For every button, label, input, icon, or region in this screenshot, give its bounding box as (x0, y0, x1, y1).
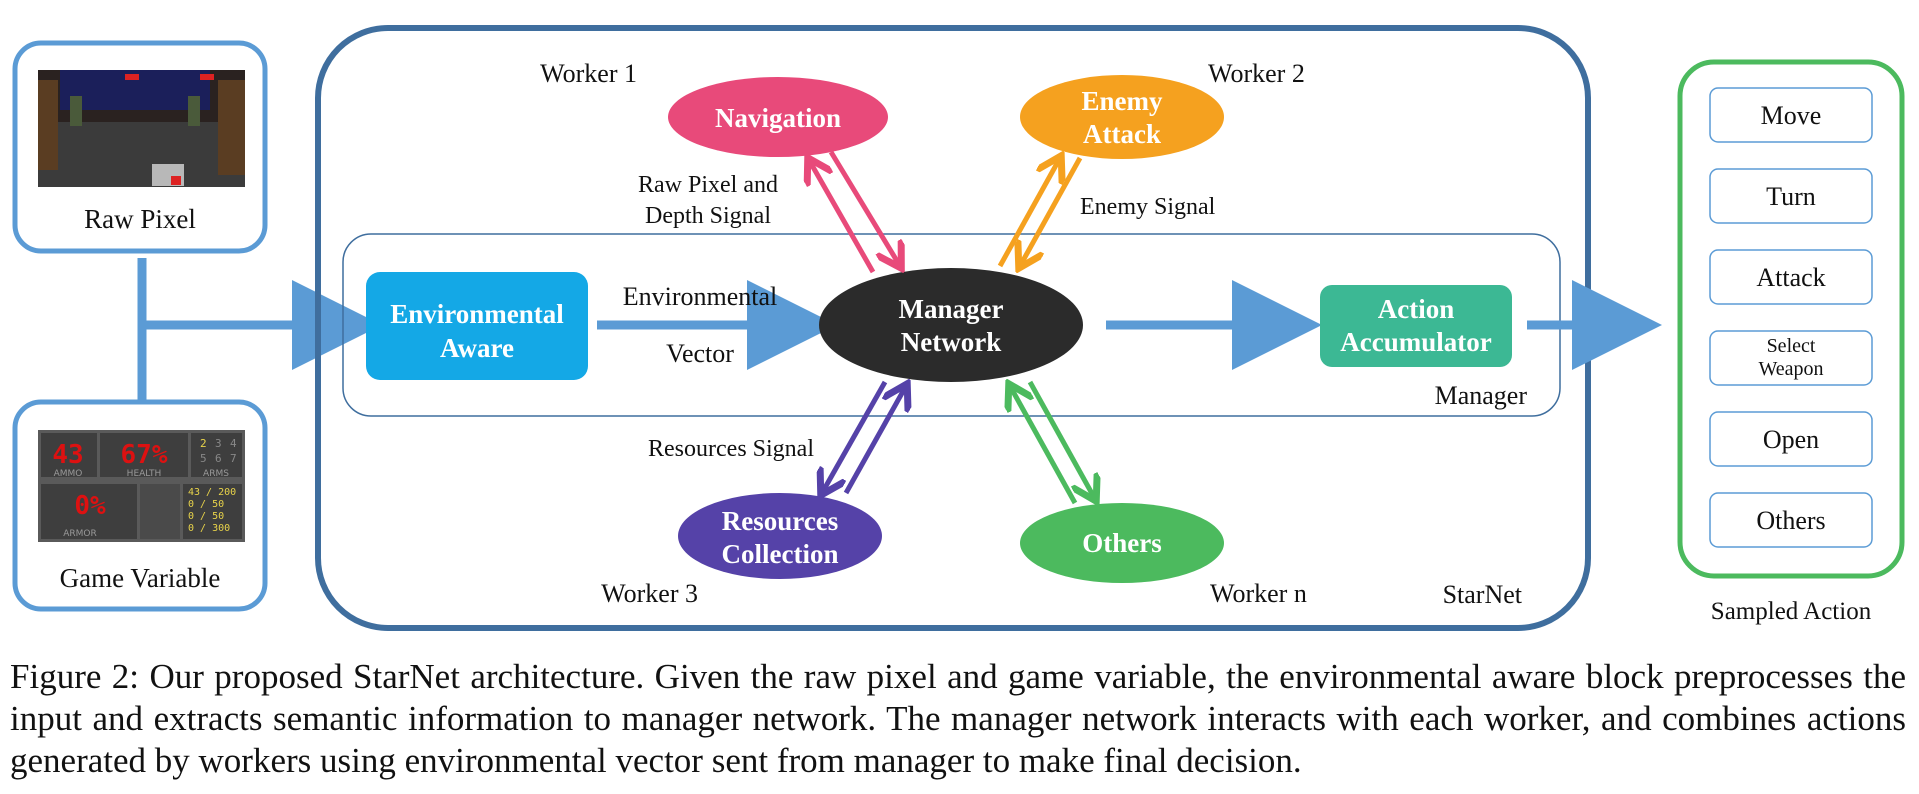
hud-armor-label: ARMOR (63, 529, 97, 539)
navigation-label: Navigation (715, 103, 841, 133)
action-item-box (1709, 330, 1873, 386)
enemy-arrow-up (997, 158, 1060, 268)
hud-health-value: 67% (121, 440, 168, 470)
hud-arms-slot: 2 (200, 437, 207, 450)
starnet-diagram: Raw Pixel 43 67% 0% AMMO HEALTH ARMS ARM… (12, 25, 1905, 631)
hud-arms-label: ARMS (203, 469, 229, 479)
action-item-label: Turn (1766, 182, 1816, 211)
worker-3-label: Worker 3 (601, 579, 698, 608)
sampled-action-label: Sampled Action (1711, 598, 1872, 625)
resources-arrow-up (843, 386, 906, 495)
hud-ammo-count: 0 / 50 (188, 511, 224, 522)
enemy-attack-node (1020, 75, 1224, 159)
hud-ammo-value: 43 (52, 440, 83, 470)
sampled-action-box (1677, 59, 1905, 579)
action-item-box (1709, 411, 1873, 467)
hud-arms-slot: 6 (215, 452, 222, 465)
action-item-label: Attack (1756, 263, 1825, 292)
worker-1-label: Worker 1 (540, 59, 637, 88)
raw-pixel-label: Raw Pixel (84, 204, 196, 234)
worker-2-label: Worker 2 (1208, 59, 1305, 88)
environmental-vector-label-top: Environmental (623, 282, 778, 311)
manager-label: Manager (1435, 381, 1528, 410)
hud-health-label: HEALTH (127, 469, 162, 479)
action-item-label: Open (1763, 425, 1819, 454)
hud-armor-value: 0% (74, 491, 106, 521)
worker-n-label: Worker n (1210, 579, 1307, 608)
hud-ammo-label: AMMO (54, 469, 83, 479)
action-item-label: Others (1756, 506, 1825, 535)
action-item-box (1709, 492, 1873, 548)
hud-arms-slot: 7 (230, 452, 237, 465)
environmental-vector-label-bottom: Vector (666, 339, 734, 368)
enemy-arrow-down (1020, 156, 1083, 266)
starnet-label: StarNet (1443, 580, 1523, 609)
enemy-signal-label: Enemy Signal (1080, 194, 1216, 220)
game-variable-label: Game Variable (60, 563, 221, 593)
resources-signal-label: Resources Signal (648, 436, 814, 462)
action-item-box (1709, 249, 1873, 305)
hud-arms-slot: 4 (230, 437, 237, 450)
environmental-aware-block (366, 272, 588, 380)
others-arrow-down (1027, 380, 1095, 499)
raw-pixel-scene-icon (38, 70, 245, 187)
others-node (1020, 503, 1224, 583)
hud-arms-slot: 3 (215, 437, 222, 450)
action-accumulator-block (1320, 285, 1512, 367)
hud-ammo-count: 0 / 300 (188, 523, 230, 534)
navigation-arrow-down (828, 150, 900, 266)
navigation-arrow-up (809, 160, 876, 274)
resources-arrow-down (822, 380, 888, 493)
navigation-node (668, 77, 888, 157)
manager-network-node (819, 268, 1083, 382)
worker-n-group: Others Worker n (1010, 382, 1307, 608)
hud-ammo-count: 43 / 200 (188, 487, 236, 498)
resources-collection-node (678, 493, 882, 579)
hud-arms-slot: 5 (200, 452, 207, 465)
action-item-box (1709, 87, 1873, 143)
action-item-label: Move (1761, 101, 1822, 130)
input-merge-connector (137, 258, 382, 400)
figure-caption: Figure 2: Our proposed StarNet architect… (10, 657, 1906, 780)
action-item-box (1709, 168, 1873, 224)
others-label: Others (1082, 528, 1161, 558)
hud-ammo-count: 0 / 50 (188, 499, 224, 510)
others-arrow-up (1010, 386, 1078, 505)
